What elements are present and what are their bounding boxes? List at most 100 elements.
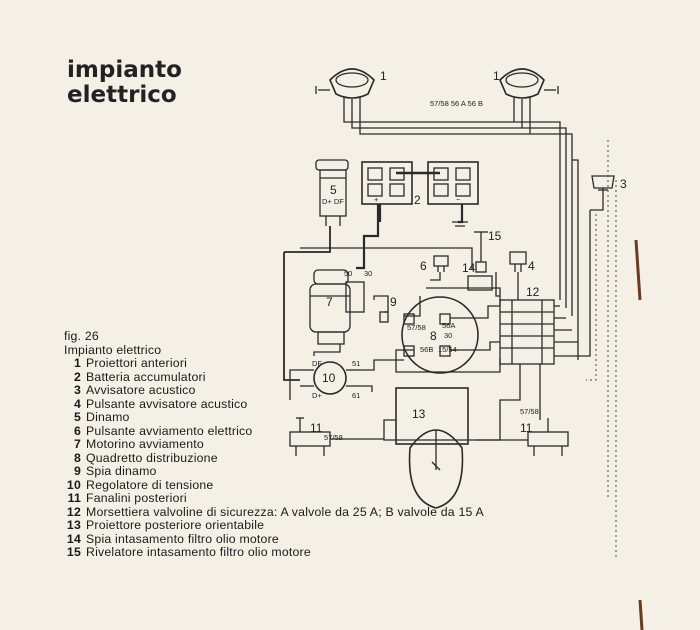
legend-items: 1 Proiettori anteriori 2 Batteria accumulat… [64,356,484,560]
legend-item-number: 12 [66,504,81,519]
legend-item-number: 7 [73,437,81,451]
legend-item: 15 Rivelatore intasamento filtro olio mot… [64,545,484,560]
legend-item-number: 5 [73,410,81,424]
headlight-right [499,68,559,118]
legend-item: 1 Proiettori anteriori [64,356,484,371]
battery-minus: − [456,195,461,204]
label-7: 7 [326,295,333,309]
starter-term-50: 50 [344,269,352,278]
starter-term-30: 30 [364,269,372,278]
legend-item-text: Batteria accumulatori [86,369,206,384]
legend-item: 12 Morsettiera valvoline di sicurezza: A … [64,504,484,520]
legend-item-text: Avvisatore acustico [86,383,196,397]
legend-item-number: 14 [66,531,81,546]
legend-item-text: Dinamo [86,410,130,424]
label-1-right: 1 [493,69,500,83]
legend-item-text: Pulsante avviamento elettrico [86,423,253,438]
legend-item-number: 1 [73,356,81,370]
regulator-dplus: D+ [312,391,322,400]
legend-item-text: Rivelatore intasamento filtro olio motor… [86,545,311,559]
regulator-df: DF [312,359,322,368]
board-term-56a: 56A [442,321,455,330]
rear-lamp [395,387,469,509]
board-term-30: 30 [444,331,452,340]
legend-item: 2 Batteria accumulatori [64,369,484,385]
legend-item-text: Motorino avviamento [86,437,204,451]
distribution-board [401,296,479,374]
figure-number: fig. 26 [64,329,99,343]
label-10: 10 [322,371,336,385]
legend-item: 13 Proiettore posteriore orientabile [64,518,484,533]
dynamo [315,159,349,226]
lamp-terminals: 57/58 56 A 56 B [430,99,483,108]
horn [591,175,615,198]
legend-item-text: Pulsante avvisatore acustico [86,396,248,411]
legend: fig. 26 Impianto elettrico 1 Proiettori a… [64,329,484,560]
dynamo-lamp [373,295,389,323]
legend-item-text: Proiettori anteriori [86,356,188,370]
label-14: 14 [462,261,476,275]
legend-item: 4 Pulsante avvisatore acustico [64,396,484,412]
board-term-56b: 56B [420,345,433,354]
label-11-left: 11 [310,421,323,435]
fuse-block [499,299,555,365]
label-9: 9 [390,295,397,309]
label-8: 8 [430,329,437,343]
legend-item: 14 Spia intasamento filtro olio motore [64,531,484,547]
legend-item: 5 Dinamo [64,410,484,425]
start-button [433,255,449,272]
legend-item-text: Proiettore posteriore orientabile [86,518,265,532]
legend-item: 8 Quadretto distribuzione [64,450,484,466]
legend-item-number: 3 [73,383,81,397]
horn-button [509,251,527,272]
label-5: 5 [330,183,337,197]
label-3: 3 [620,177,627,191]
legend-item-text: Spia intasamento filtro olio motore [86,531,279,546]
oil-sensor [467,231,493,291]
tail-right-term: 57/58 [520,407,539,416]
dynamo-terminals: D+ DF [322,197,344,206]
legend-item-number: 8 [73,450,81,465]
board-term-1554: 15/54 [438,345,457,354]
legend-item-text: Regolatore di tensione [86,477,214,492]
regulator-51: 51 [352,359,360,368]
label-1-left: 1 [380,69,387,83]
legend-item-number: 4 [73,396,81,411]
legend-item: 9 Spia dinamo [64,464,484,479]
tail-left-term: 57/58 [324,433,343,442]
legend-item-number: 13 [66,518,81,532]
legend-item-text: Spia dinamo [86,464,157,478]
label-4: 4 [528,259,535,273]
legend-item: 3 Avvisatore acustico [64,383,484,398]
legend-item-text: Quadretto distribuzione [86,450,218,465]
legend-item: 6 Pulsante avviamento elettrico [64,423,484,439]
board-term-5758: 57/58 [407,323,426,332]
label-6: 6 [420,259,427,273]
legend-item-number: 6 [73,423,81,438]
headlight-left [315,68,375,110]
page-title: impianto elettrico [67,58,182,108]
title-line-2: elettrico [67,82,177,108]
tail-lamp-right [527,418,569,456]
label-11-right: 11 [520,421,533,435]
battery-plus: + [374,195,379,204]
legend-item-number: 15 [66,545,81,559]
label-12: 12 [526,285,540,299]
regulator-61: 61 [352,391,360,400]
label-15: 15 [488,229,502,243]
legend-item-number: 10 [66,477,81,492]
label-13: 13 [412,407,426,421]
legend-item-number: 2 [73,369,81,384]
legend-item: 10 Regolatore di tensione [64,477,484,493]
legend-item-text: Morsettiera valvoline di sicurezza: A va… [86,504,484,519]
legend-item: 7 Motorino avviamento [64,437,484,452]
legend-item-number: 11 [67,491,81,505]
voltage-regulator [300,361,356,395]
title-line-1: impianto [67,57,182,83]
legend-item-number: 9 [73,464,81,478]
legend-caption: Impianto elettrico [64,342,162,357]
starter-motor [309,269,365,345]
label-2: 2 [414,193,421,207]
